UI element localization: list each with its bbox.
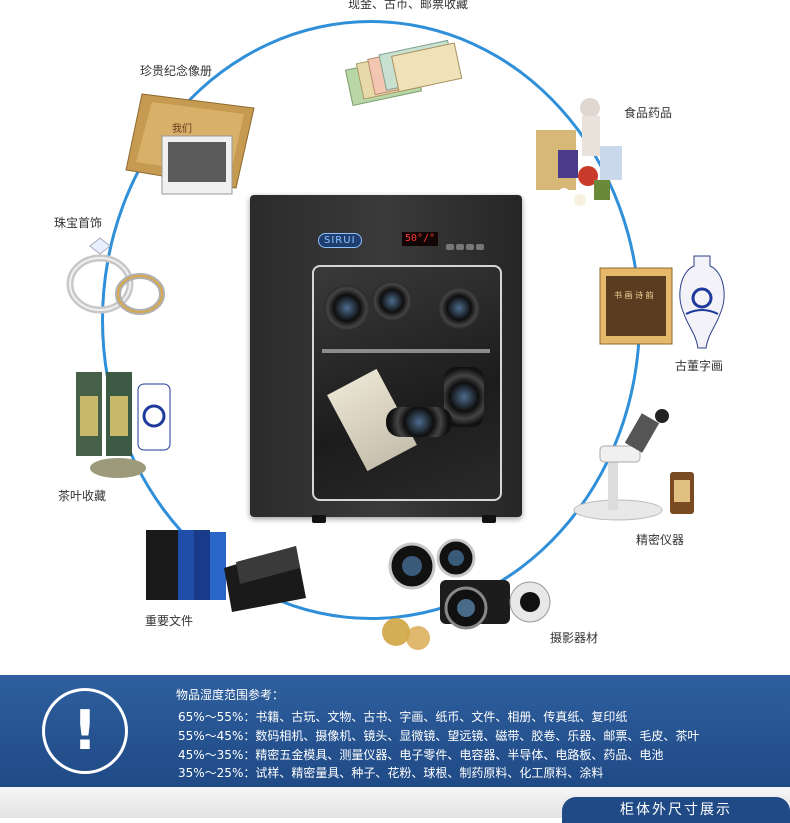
svg-text:我们: 我们	[172, 122, 192, 135]
label-jewelry: 珠宝首饰	[54, 216, 103, 230]
label-tea: 茶叶收藏	[58, 489, 107, 503]
svg-text:书 画 诗 韵: 书 画 诗 韵	[614, 290, 654, 300]
medicine-bottles-image	[536, 98, 622, 206]
file-folders-image	[146, 530, 306, 612]
label-antique: 古董字画	[675, 359, 724, 373]
exclamation-icon: !	[42, 688, 128, 774]
photo-album-image: 我们	[125, 93, 255, 195]
humidity-reference-banner: ! 物品湿度范围参考： 65%～55%：书籍、古玩、文物、古书、字画、纸币、文件…	[0, 675, 790, 787]
glass-door	[312, 265, 502, 501]
section-tab-dimensions: 柜体外尺寸展示	[562, 797, 790, 823]
banknotes-image	[344, 40, 463, 107]
product-showcase: 现金、古币、邮票收藏 珍贵纪念像册 我们 食品药品 珠宝首饰	[54, 0, 725, 650]
label-camera: 摄影器材	[550, 631, 599, 645]
reference-title: 物品湿度范围参考：	[176, 688, 285, 702]
shelf	[322, 349, 490, 353]
microscope-image	[573, 409, 694, 521]
label-album: 珍贵纪念像册	[140, 64, 213, 78]
reference-row: 55%～45%：数码相机、摄像机、镜头、显微镜、望远镜、磁带、胶卷、乐器、邮票、…	[178, 729, 700, 743]
label-coins: 现金、古币、邮票收藏	[348, 0, 469, 11]
reference-row: 45%～35%：精密五金模具、测量仪器、电子零件、电容器、半导体、电路板、药品、…	[178, 748, 664, 762]
label-instrument: 精密仪器	[636, 533, 685, 547]
camera-lenses-image	[382, 538, 551, 650]
reference-row: 65%～55%：书籍、古玩、文物、古书、字画、纸币、文件、相册、传真纸、复印纸	[178, 710, 628, 724]
brand-logo: SIRUI	[318, 233, 362, 248]
label-food: 食品药品	[624, 106, 673, 120]
reference-row: 35%～25%：试样、精密量具、种子、花粉、球根、制药原料、化工原料、涂料	[178, 766, 604, 780]
control-buttons	[446, 235, 492, 250]
label-documents: 重要文件	[145, 614, 194, 628]
antique-vase-image: 书 画 诗 韵	[599, 255, 725, 349]
humidity-display: 50°/°	[402, 232, 438, 246]
dry-cabinet-image: SIRUI 50°/°	[250, 195, 522, 523]
tea-cans-image	[76, 372, 171, 478]
rings-image	[66, 237, 165, 315]
